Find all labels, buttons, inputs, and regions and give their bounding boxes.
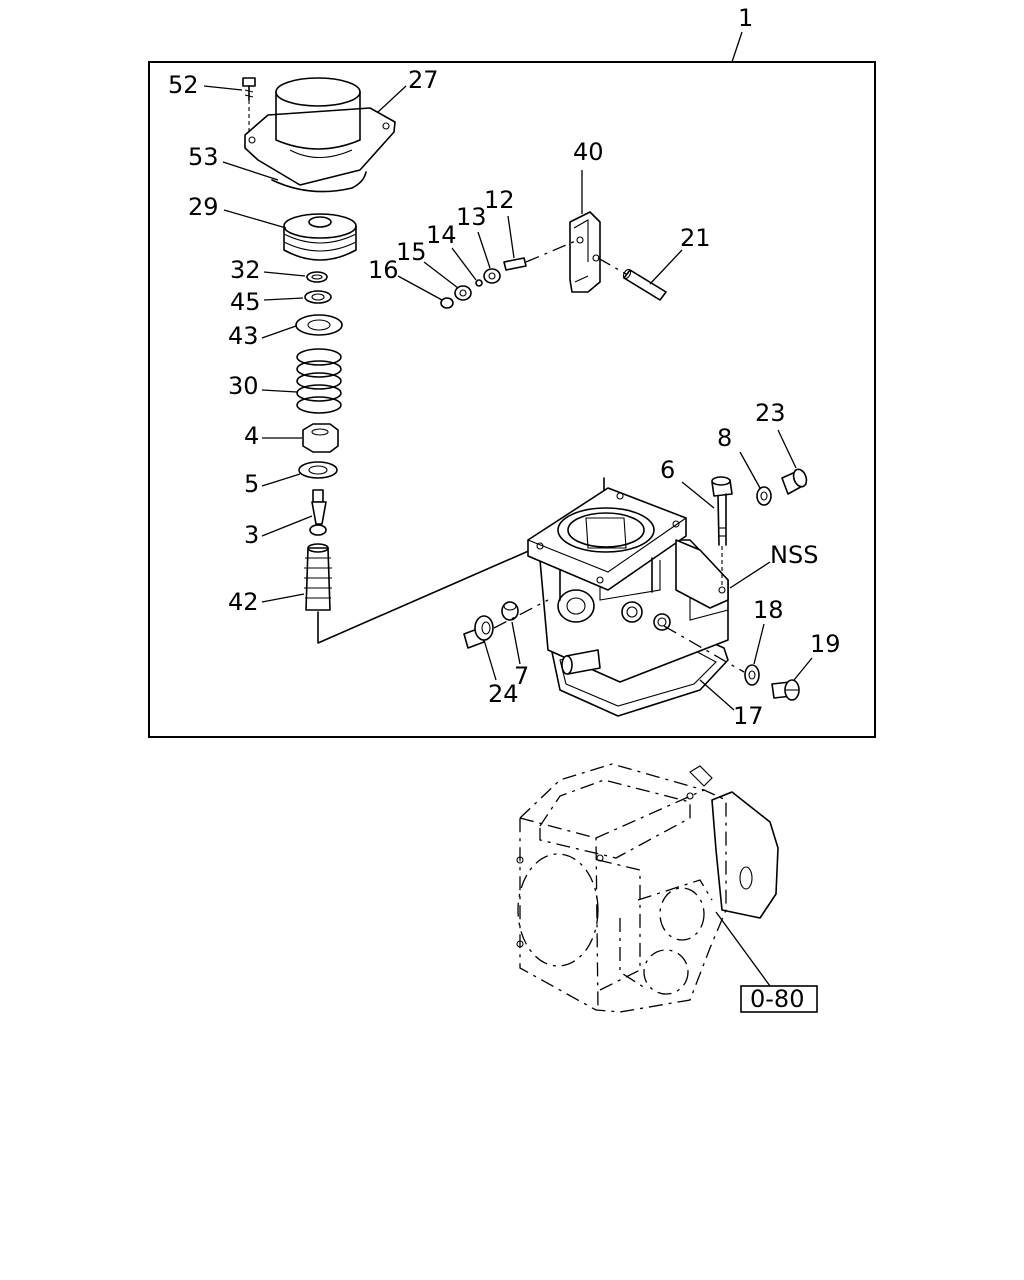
part-12-shaft [503, 257, 527, 271]
callout-45: 45 [230, 288, 261, 316]
part-30-spring [296, 348, 342, 414]
callout-43: 43 [228, 322, 259, 350]
callout-52: 52 [168, 71, 199, 99]
callout-13: 13 [456, 203, 487, 231]
callout-17: 17 [733, 702, 764, 730]
part-27-cover [244, 77, 396, 186]
callout-27: 27 [408, 66, 439, 94]
part-45-washer [304, 290, 332, 304]
leader-reference [715, 911, 771, 987]
callout-4: 4 [244, 422, 259, 450]
callout-19: 19 [810, 630, 841, 658]
reference-box [740, 985, 818, 1013]
part-5-washer [298, 461, 338, 479]
part-24-fitting [463, 615, 494, 649]
part-7-cap [501, 601, 519, 621]
assembly-frame [148, 61, 876, 738]
reference-label: 0-80 [750, 985, 804, 1013]
part-6-bolt [711, 476, 733, 588]
part-16-oring [440, 297, 454, 309]
part-18-washer [744, 664, 760, 686]
part-housing-assembly [527, 487, 729, 717]
callout-30: 30 [228, 372, 259, 400]
part-4-nut [302, 423, 339, 453]
callout-42: 42 [228, 588, 259, 616]
callout-18: 18 [753, 596, 784, 624]
callout-53: 53 [188, 143, 219, 171]
callout-29: 29 [188, 193, 219, 221]
part-43-seat [295, 314, 343, 336]
reference-housing-view [516, 763, 779, 1013]
callout-8: 8 [717, 424, 732, 452]
part-23-plug [781, 468, 808, 495]
part-32-ring [306, 271, 328, 283]
part-3-valve [309, 489, 327, 536]
callout-7: 7 [514, 662, 529, 690]
part-14-ring [475, 279, 483, 287]
leader-assembly-1 [731, 31, 743, 63]
part-42-bellows [304, 543, 332, 611]
callout-nss: NSS [770, 541, 818, 569]
part-40-bracket [569, 211, 601, 293]
callout-23: 23 [755, 399, 786, 427]
part-15-seal [454, 285, 472, 301]
callout-12: 12 [484, 186, 515, 214]
callout-5: 5 [244, 470, 259, 498]
part-52-screw [242, 77, 256, 132]
part-8-washer [756, 486, 772, 506]
part-13-bushing [483, 268, 501, 284]
callout-6: 6 [660, 456, 675, 484]
callout-14: 14 [426, 221, 457, 249]
callout-15: 15 [396, 238, 427, 266]
part-53-gasket [271, 171, 367, 193]
callout-21: 21 [680, 224, 711, 252]
part-29-diaphragm [283, 213, 357, 261]
part-21-pin [622, 268, 667, 301]
callout-assembly-1: 1 [738, 4, 753, 32]
callout-40: 40 [573, 138, 604, 166]
callout-32: 32 [230, 256, 261, 284]
part-19-screw [771, 679, 800, 701]
callout-3: 3 [244, 521, 259, 549]
callout-24: 24 [488, 680, 519, 708]
callout-16: 16 [368, 256, 399, 284]
